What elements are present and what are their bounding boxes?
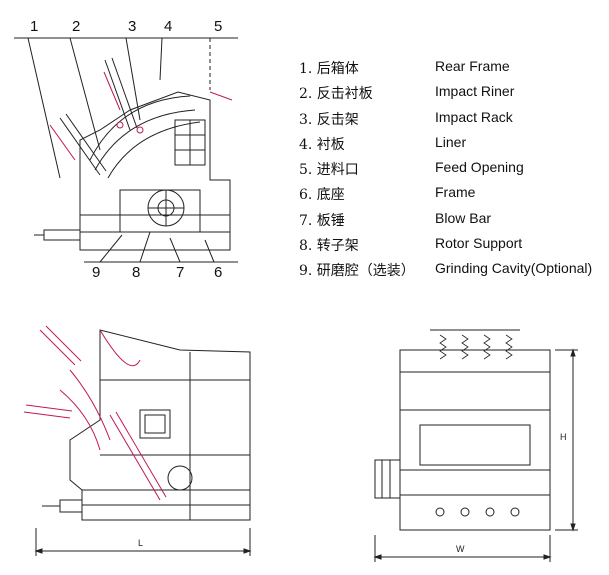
legend-row: 6. 底座 Frame (299, 184, 599, 209)
legend-cn: 8. 转子架 (299, 238, 359, 255)
legend-row: 8. 转子架 Rotor Support (299, 235, 599, 260)
legend-en: Frame (435, 184, 476, 201)
legend-row: 3. 反击架 Impact Rack (299, 109, 599, 134)
legend-cn: 6. 底座 (299, 187, 345, 204)
side-view (34, 329, 252, 556)
callout-9: 9 (92, 264, 101, 281)
legend-en: Grinding Cavity(Optional) (435, 260, 593, 277)
legend-row: 2. 反击衬板 Impact Riner (299, 83, 599, 108)
legend-cn: 1. 后箱体 (299, 61, 359, 77)
callout-3: 3 (128, 18, 137, 35)
legend-row: 4. 衬板 Liner (299, 134, 599, 159)
legend-en: Rear Frame (435, 58, 510, 74)
legend-en: Liner (435, 133, 467, 150)
callout-4: 4 (164, 18, 173, 35)
callout-1: 1 (30, 18, 39, 35)
accent-top (49, 71, 233, 161)
legend-row: 1. 后箱体 Rear Frame (299, 58, 599, 83)
callout-8: 8 (132, 264, 141, 281)
legend-en: Feed Opening (435, 159, 524, 176)
dimension-length-label: L (138, 538, 144, 548)
legend-en: Impact Rack (435, 108, 513, 125)
legend-en: Impact Riner (435, 83, 515, 100)
legend-cn: 4. 衬板 (299, 136, 345, 153)
legend-row: 5. 进料口 Feed Opening (299, 159, 599, 184)
legend-en: Blow Bar (435, 209, 492, 226)
callout-6: 6 (214, 264, 223, 281)
legend-row: 7. 板锤 Blow Bar (299, 210, 599, 235)
callout-2: 2 (72, 18, 81, 35)
accent-side (23, 325, 167, 501)
dimension-height-label: H (560, 432, 567, 442)
callout-5: 5 (214, 18, 223, 35)
legend-en: Rotor Support (435, 235, 523, 252)
front-view (373, 329, 578, 562)
legend-cn: 5. 进料口 (299, 162, 359, 179)
legend-cn: 3. 反击架 (299, 111, 359, 128)
section-view (14, 37, 238, 263)
legend-cn: 2. 反击衬板 (299, 86, 373, 103)
parts-legend: 1. 后箱体 Rear Frame 2. 反击衬板 Impact Riner 3… (299, 58, 599, 286)
dimension-width-label: W (456, 544, 465, 554)
legend-cn: 7. 板锤 (299, 212, 345, 229)
legend-row: 9. 研磨腔（选装） Grinding Cavity(Optional) (299, 260, 599, 285)
callout-7: 7 (176, 264, 185, 281)
legend-cn: 9. 研磨腔（选装） (299, 263, 415, 280)
